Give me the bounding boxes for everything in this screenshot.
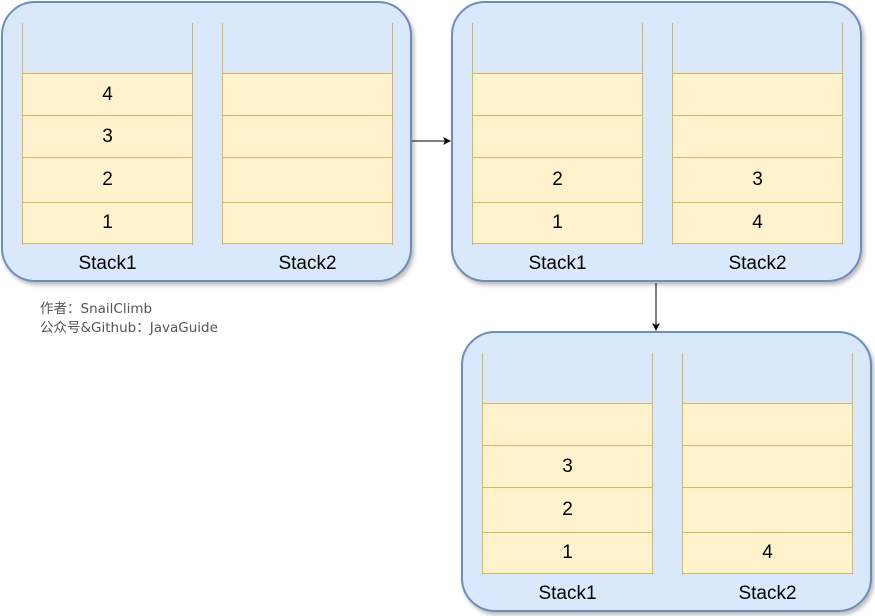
stack1-column: 4 3 2 1	[22, 23, 193, 245]
stack2-column: 4	[682, 353, 853, 575]
stack-cell	[222, 115, 393, 158]
stack-cell	[682, 445, 853, 488]
stack-cell	[222, 202, 393, 244]
stack-cell: 3	[672, 157, 843, 203]
stack1-column: 2 1	[472, 23, 643, 245]
author-note: 作者：SnailClimb	[40, 301, 153, 317]
stack1-label: Stack1	[528, 253, 587, 274]
stack2-label: Stack2	[278, 253, 337, 274]
stack-cell: 1	[22, 202, 193, 244]
stack1-column: 3 2 1	[482, 353, 653, 575]
stack-cell	[672, 115, 843, 158]
stack-cell	[222, 157, 393, 203]
stack2-label: Stack2	[728, 253, 787, 274]
stack-cell: 4	[682, 532, 853, 574]
stack1-label: Stack1	[538, 583, 597, 604]
account-note: 公众号&Github：JavaGuide	[40, 320, 218, 336]
stack-cell: 1	[472, 202, 643, 244]
state-panel-3: 3 2 1 Stack1 4 Stack2	[461, 331, 872, 612]
stack2-label: Stack2	[738, 583, 797, 604]
stack2-column	[222, 23, 393, 245]
stack-cell: 1	[482, 532, 653, 574]
stack2-column: 3 4	[672, 23, 843, 245]
stack-cell	[672, 73, 843, 117]
state-panel-2: 2 1 Stack1 3 4 Stack2	[451, 1, 862, 282]
stack-cell: 4	[672, 202, 843, 244]
stack1-label: Stack1	[78, 253, 137, 274]
state-panel-1: 4 3 2 1 Stack1 Stack2	[1, 1, 412, 282]
stack-cell	[222, 73, 393, 117]
stack-cell	[482, 403, 653, 447]
stack-cell: 2	[472, 157, 643, 203]
stack-cell: 2	[482, 487, 653, 533]
